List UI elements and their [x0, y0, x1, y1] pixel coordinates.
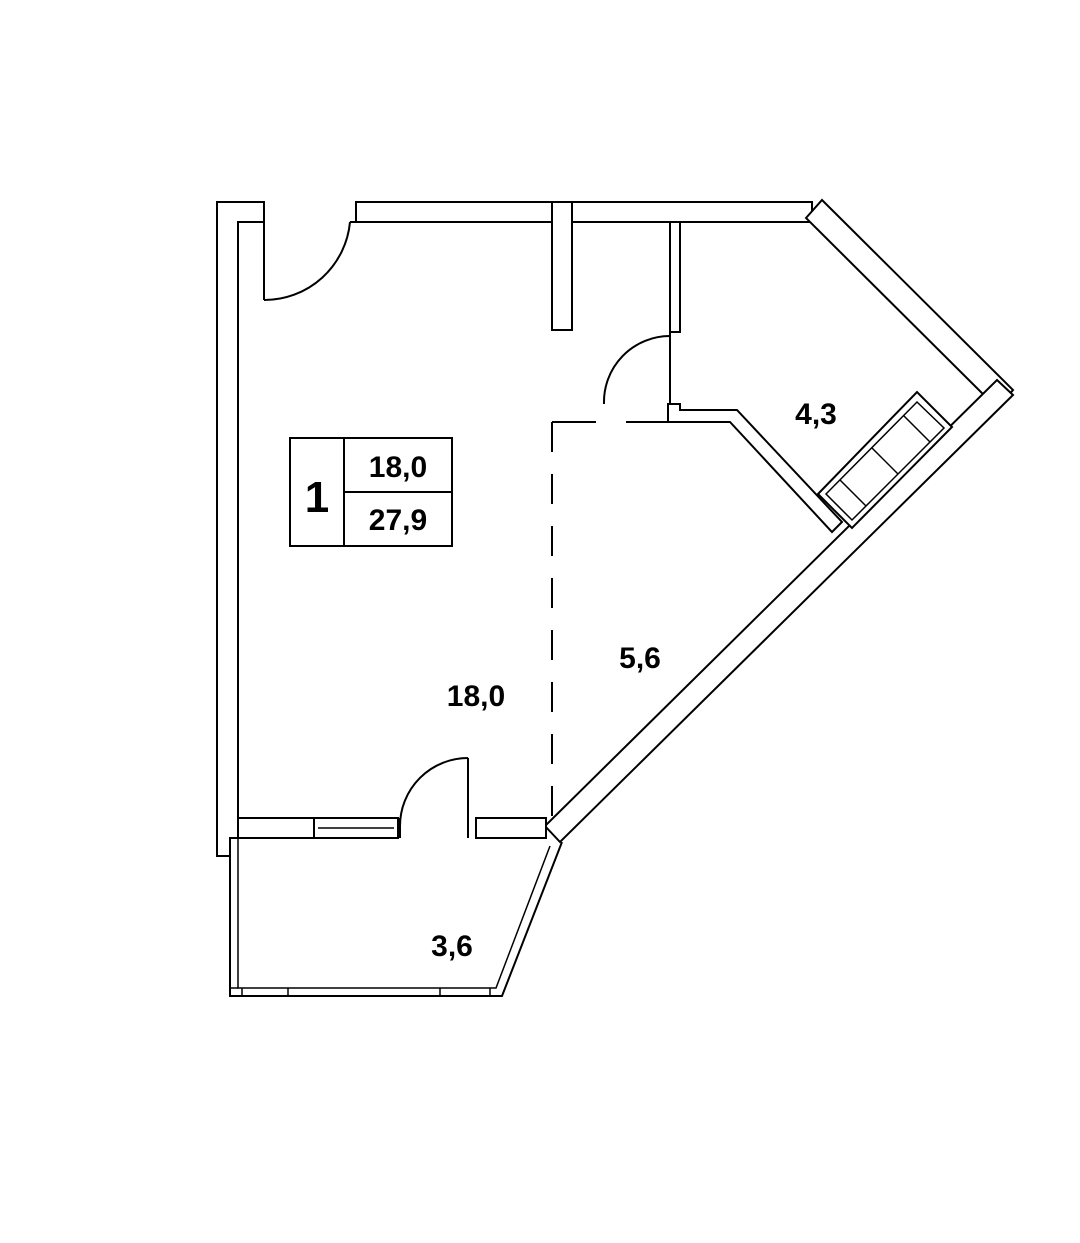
- diagonal-wall-long: [543, 378, 1015, 844]
- bottom-wall-right: [475, 817, 547, 839]
- balcony-area: 3,6: [431, 930, 473, 963]
- ventilation-shaft: [816, 390, 954, 530]
- bathroom-door: [602, 330, 671, 405]
- rooms-count: 1: [305, 473, 329, 522]
- balcony-door: [399, 757, 469, 838]
- top-wall: [355, 201, 813, 223]
- diagonal-wall-top: [804, 198, 1015, 410]
- bathroom-partition: [669, 221, 681, 333]
- entry-door: [263, 202, 357, 302]
- bathroom-area: 4,3: [795, 398, 837, 431]
- apartment-info-box: 1 18,0 27,9: [289, 437, 453, 547]
- bottom-wall-left: [237, 817, 315, 839]
- kitchen-area: 5,6: [619, 642, 661, 675]
- balcony: [229, 838, 563, 997]
- bathroom-wall: [667, 403, 844, 534]
- total-area-value: 27,9: [369, 504, 427, 537]
- kitchen-boundary: [551, 421, 668, 818]
- living-area-value: 18,0: [369, 451, 427, 484]
- left-outer-wall: [216, 201, 265, 857]
- interior-partition: [551, 201, 573, 331]
- living-room-area: 18,0: [447, 680, 505, 713]
